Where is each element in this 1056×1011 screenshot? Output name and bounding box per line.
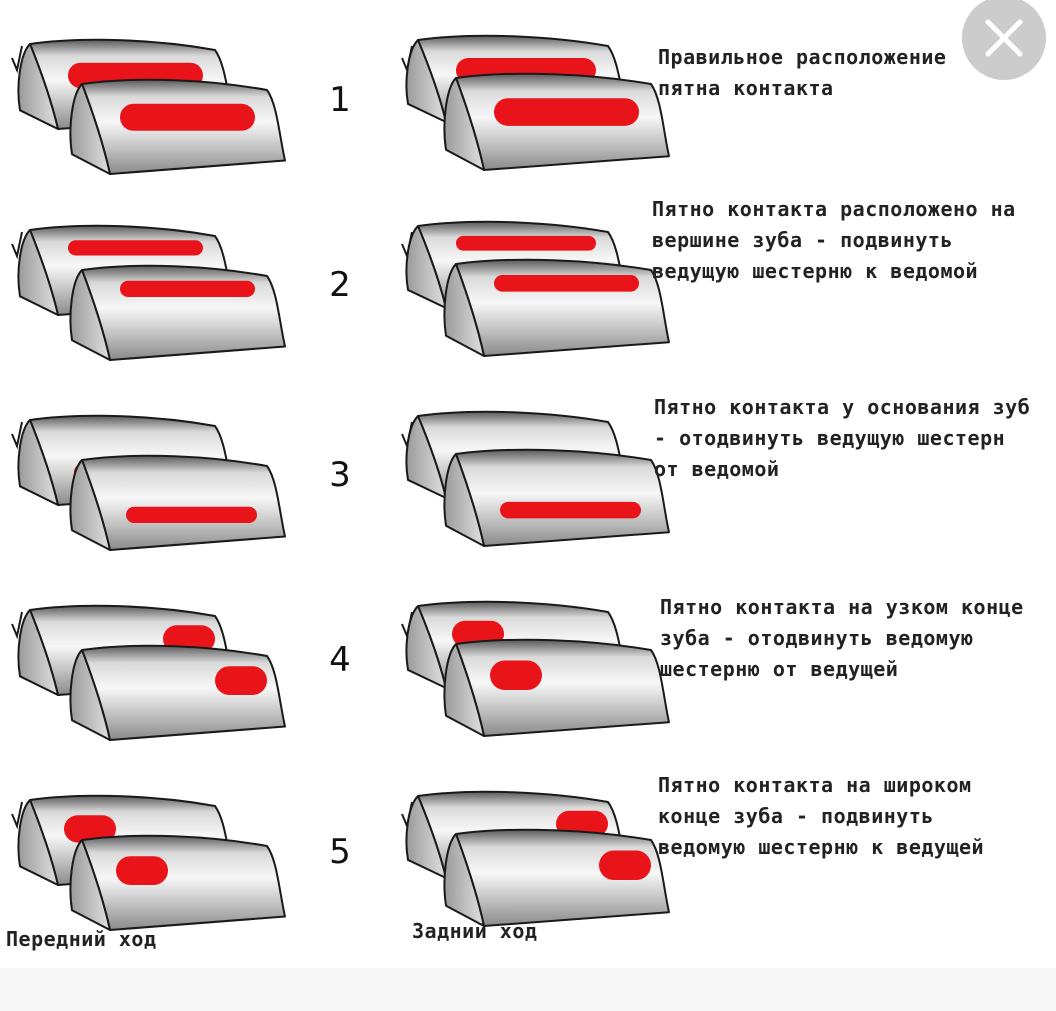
contact-patch <box>599 850 651 880</box>
rear-tooth-front <box>443 448 670 547</box>
row-description-3: Пятно контакта у основания зуб - отодвин… <box>654 395 1031 481</box>
row-number-1: 1 <box>329 80 351 120</box>
rear-tooth-front <box>443 72 670 171</box>
row-description-4: Пятно контакта на узком конце зуба - ото… <box>660 595 1024 681</box>
row-number-2: 2 <box>329 265 351 305</box>
close-icon <box>985 19 1023 57</box>
row-number-3: 3 <box>329 455 351 495</box>
gear-teeth-illustration <box>11 34 670 931</box>
row-description-2: Пятно контакта расположено на вершине зу… <box>652 197 1016 283</box>
front-tooth-front <box>69 834 286 931</box>
contact-patch <box>120 280 255 297</box>
front-tooth-pair-2 <box>11 224 286 361</box>
contact-patch <box>494 98 639 126</box>
rear-tooth-pair-2 <box>401 220 670 357</box>
front-tooth-pair-1 <box>11 38 286 175</box>
front-tooth-front <box>69 644 286 741</box>
contact-patch <box>490 660 542 690</box>
row-description-1: Правильное расположение пятна контакта <box>658 45 947 100</box>
rear-tooth-pair-3 <box>401 410 670 547</box>
contact-patch <box>116 856 168 885</box>
contact-patch <box>64 815 116 843</box>
bottom-strip <box>0 968 1056 1011</box>
caption-front-drive: Передний ход <box>6 927 157 951</box>
close-button[interactable] <box>962 0 1046 80</box>
contact-patch <box>500 501 641 519</box>
contact-patch <box>68 240 203 256</box>
row-number-5: 5 <box>329 832 351 872</box>
contact-patch <box>215 666 267 695</box>
front-tooth-pair-5 <box>11 794 286 931</box>
row-description-5: Пятно контакта на широком конце зуба - п… <box>658 773 985 859</box>
rear-tooth-front <box>443 828 670 927</box>
front-tooth-front <box>69 454 286 551</box>
contact-patch <box>120 103 255 131</box>
caption-rear-drive: Задний ход <box>412 919 538 943</box>
contact-patch <box>126 506 257 523</box>
rear-tooth-pair-4 <box>401 600 670 737</box>
contact-patch <box>494 275 639 292</box>
row-number-4: 4 <box>329 640 351 680</box>
front-tooth-pair-3 <box>11 414 286 551</box>
rear-tooth-pair-5 <box>401 790 670 927</box>
rear-tooth-pair-1 <box>401 34 670 171</box>
rear-tooth-front <box>443 258 670 357</box>
front-tooth-front <box>69 264 286 361</box>
front-tooth-front <box>69 78 286 175</box>
contact-patch <box>456 235 596 251</box>
rear-tooth-front <box>443 638 670 737</box>
front-tooth-pair-4 <box>11 604 286 741</box>
